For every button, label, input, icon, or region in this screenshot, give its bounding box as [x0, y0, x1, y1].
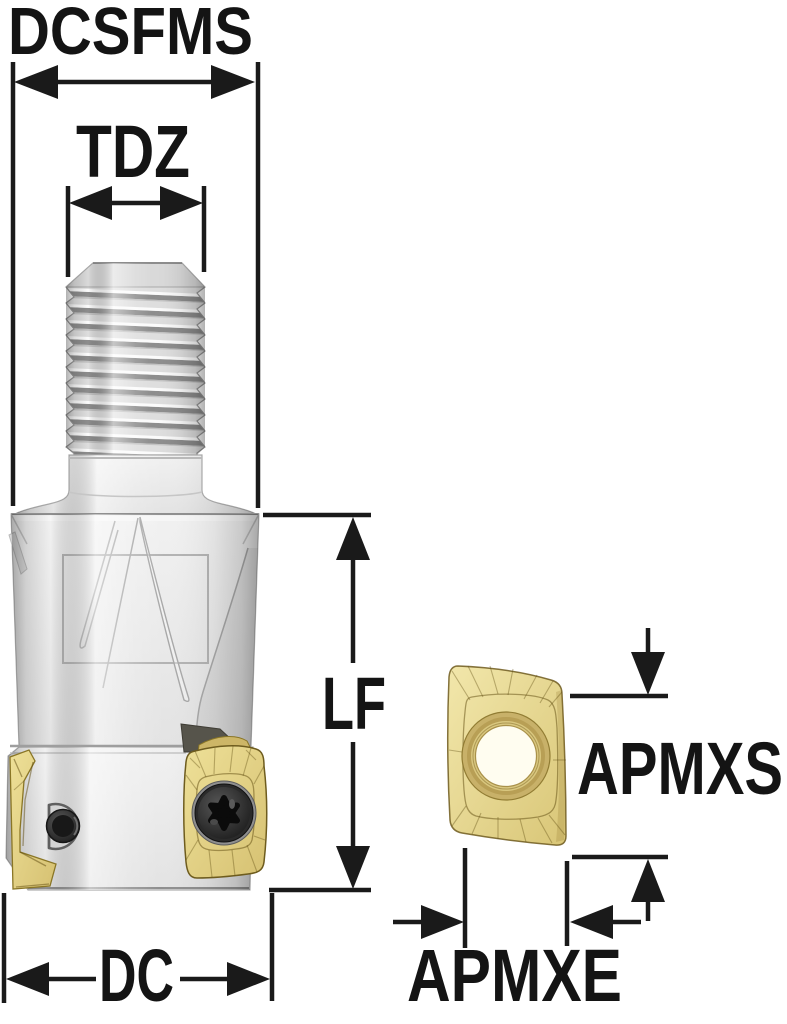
- dim-label-dc: DC: [99, 934, 174, 1017]
- dimension-tdz: TDZ: [65, 110, 207, 277]
- body-shading: [11, 514, 259, 747]
- insert-center-hole: [461, 711, 551, 801]
- insert-boss-outline: [462, 693, 559, 820]
- right-insert-facets: [185, 745, 266, 878]
- arrowhead-left: [6, 962, 49, 996]
- arrowhead-up: [336, 517, 370, 560]
- dim-label-lf: LF: [322, 662, 386, 745]
- torx-screw: [191, 780, 257, 846]
- dim-label-apmxs: APMXS: [577, 727, 783, 810]
- collar-lower-line: [68, 491, 203, 498]
- thread-shading: [66, 263, 205, 455]
- threaded-shank: [64, 262, 207, 456]
- insert-edge-shadow: [556, 690, 566, 842]
- collar-shading: [15, 455, 256, 514]
- arrowhead-down: [336, 846, 370, 889]
- insert-drawing: [446, 665, 567, 846]
- screw-highlight: [73, 816, 79, 836]
- left-insert-facets: [13, 758, 50, 888]
- torx-highlight: [229, 799, 235, 809]
- tool-drawing: [5, 262, 268, 891]
- arrowhead-up: [631, 859, 665, 902]
- neck-collar: [12, 454, 259, 515]
- dimension-dcsfms: DCSFMS: [8, 0, 261, 508]
- arrowhead-down: [631, 652, 665, 695]
- left-insert: [9, 749, 57, 890]
- insert-facet-lines: [448, 665, 566, 844]
- torx-highlight-2: [210, 819, 218, 825]
- left-insert-body: [9, 749, 57, 890]
- dim-label-tdz: TDZ: [76, 110, 190, 193]
- arrowhead-left: [14, 65, 58, 99]
- side-set-screw: [45, 808, 81, 844]
- arrowhead-right-pointing: [421, 905, 464, 939]
- right-insert: [183, 745, 268, 879]
- arrowhead-right: [211, 65, 255, 99]
- cutter-body: [8, 513, 260, 749]
- arrowhead-left: [69, 186, 112, 220]
- arrowhead-right: [160, 186, 203, 220]
- dimension-apmxs: APMXS: [570, 628, 783, 921]
- dimension-dc: DC: [1, 893, 275, 1017]
- dimension-apmxe: APMXE: [393, 848, 641, 1017]
- arrowhead-left-pointing: [570, 905, 613, 939]
- dimension-lf: LF: [263, 512, 386, 893]
- dim-label-dcsfms: DCSFMS: [8, 0, 253, 69]
- dim-label-apmxe: APMXE: [407, 934, 622, 1017]
- arrowhead-right: [227, 962, 270, 996]
